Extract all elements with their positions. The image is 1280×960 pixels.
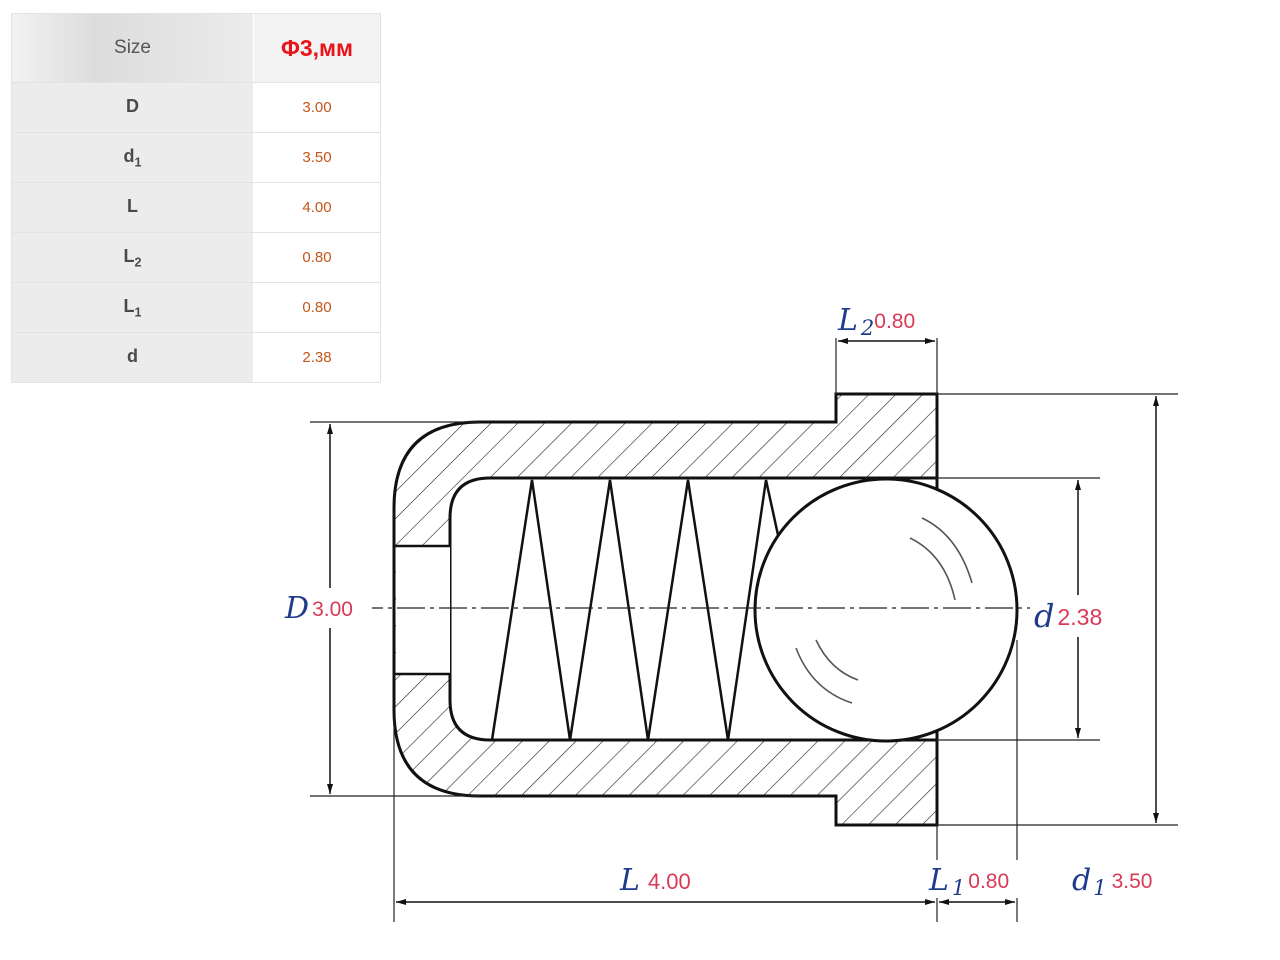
param-value: 2.38 (253, 332, 381, 383)
svg-text:L20.80: L20.80 (837, 303, 915, 340)
param-value: 3.50 (253, 132, 381, 183)
header-size-value: Φ3,мм (253, 13, 381, 83)
vent-hole (396, 546, 450, 674)
ball-highlight (921, 517, 973, 584)
spec-row-L2: L2 0.80 (11, 232, 381, 283)
param-value: 0.80 (253, 282, 381, 333)
spec-row-L: L 4.00 (11, 182, 381, 233)
svg-text:L10.80: L10.80 (928, 863, 1009, 900)
body-section (392, 392, 939, 827)
param-name: L (11, 182, 254, 233)
param-value: 4.00 (253, 182, 381, 233)
spec-row-d1: d1 3.50 (11, 132, 381, 183)
svg-text:D3.00: D3.00 (284, 591, 353, 626)
svg-text:d13.50: d13.50 (1072, 863, 1152, 900)
ball (753, 477, 1019, 743)
spec-row-L1: L1 0.80 (11, 282, 381, 333)
spec-row-D: D 3.00 (11, 82, 381, 133)
param-value: 0.80 (253, 232, 381, 283)
spec-table-header: Size Φ3,мм (11, 13, 381, 83)
param-name: d1 (11, 132, 254, 183)
spec-row-d: d 2.38 (11, 332, 381, 383)
spring (490, 479, 780, 741)
param-value: 3.00 (253, 82, 381, 133)
spec-table: Size Φ3,мм D 3.00 d1 3.50 L 4.00 L2 0.80… (11, 13, 381, 383)
param-name: d (11, 332, 254, 383)
svg-text:L4.00: L4.00 (619, 863, 691, 898)
param-name: L1 (11, 282, 254, 333)
svg-text:d2.38: d2.38 (1034, 597, 1102, 635)
header-size-label: Size (11, 13, 254, 83)
